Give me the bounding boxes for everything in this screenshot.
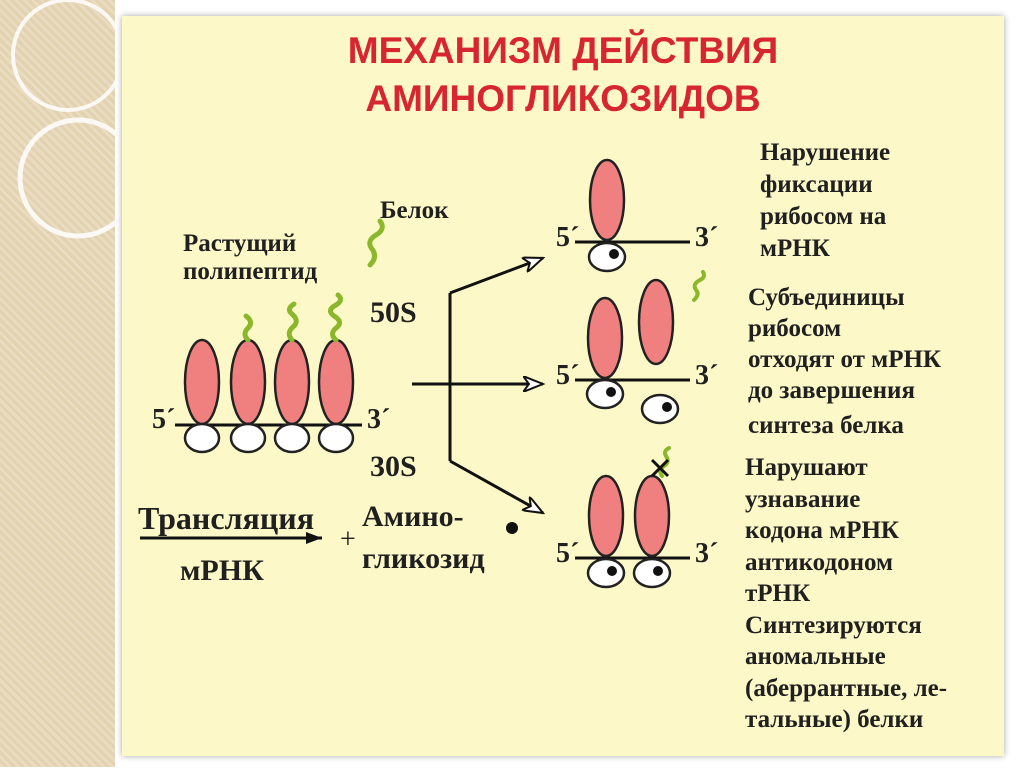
outcome-1-line: фиксации — [760, 171, 873, 198]
detached-small-subunit — [640, 393, 680, 425]
arrow-to-outcome-3 — [449, 459, 543, 513]
outcome-2-line: до завершения — [748, 377, 915, 404]
outcome-3-line: антикодоном — [745, 548, 894, 576]
mrna-5-prime-label: 5´ — [152, 404, 176, 435]
outcome-1-description: Нарушение фиксации рибосом на мРНК — [760, 137, 890, 265]
outcome-3-5-prime: 5´ — [556, 538, 580, 569]
bound-aminoglycoside — [606, 387, 616, 397]
bound-aminoglycoside — [607, 566, 617, 576]
outcome-3-line: Синтезируются — [745, 611, 922, 639]
ribosome — [273, 301, 311, 454]
large-subunit — [587, 474, 625, 558]
outcome-3-line: тРНК — [745, 580, 811, 607]
small-subunit — [632, 557, 672, 589]
ribosome — [229, 313, 267, 454]
outcome-1-line: мРНК — [760, 235, 830, 262]
outcome-1-5-prime: 5´ — [556, 222, 580, 253]
polypeptide-chain — [242, 313, 254, 343]
outcome-1-line: рибосом на — [760, 203, 887, 230]
aminoglycoside-molecule — [506, 522, 518, 534]
outcome-3-line: аномальные — [745, 643, 886, 670]
subunit-30s-label: 30S — [370, 450, 417, 483]
polypeptide-chain — [328, 292, 344, 343]
subunit-50s-label: 50S — [370, 296, 417, 329]
polypeptide-chain — [286, 301, 299, 343]
released-peptide — [692, 270, 706, 302]
outcome-3-diagram — [575, 446, 690, 589]
branch-arrows — [140, 258, 543, 544]
translation-label: Трансляция — [138, 500, 315, 536]
outcome-3-line: Нарушают — [745, 454, 868, 481]
protein-label: Белок — [380, 197, 449, 224]
decorative-side-panel — [0, 0, 139, 767]
small-subunit — [183, 422, 221, 454]
slide-canvas — [122, 16, 1004, 756]
arrow-to-outcome-1 — [449, 258, 543, 295]
bound-aminoglycoside — [662, 402, 672, 412]
outcome-2-diagram — [575, 270, 706, 425]
outcome-2-description: Субъединицы рибосом отходят от мРНК до з… — [748, 282, 941, 441]
outcome-3-description: Нарушают узнавание кодона мРНК антикодон… — [745, 452, 947, 736]
large-subunit — [273, 338, 311, 426]
large-subunit — [229, 338, 267, 426]
cross-mark-icon — [650, 458, 670, 478]
large-subunit — [633, 474, 671, 558]
aminoglycoside-label-1: Амино- — [362, 500, 464, 533]
outcome-3-line: кодона мРНК — [745, 517, 900, 544]
outcome-2-line: Субъединицы — [748, 284, 905, 311]
small-subunit — [273, 422, 311, 454]
released-protein — [367, 218, 385, 268]
large-subunit — [183, 338, 221, 426]
small-subunit — [585, 378, 625, 410]
large-subunit — [317, 338, 355, 426]
outcome-1-diagram — [575, 158, 690, 273]
outcome-2-line: отходят от мРНК — [748, 346, 942, 373]
outcome-2-3-prime: 3´ — [695, 360, 719, 391]
outcome-3-line: тальные) белки — [745, 706, 924, 733]
title-line-1: МЕХАНИЗМ ДЕЙСТВИЯ — [347, 30, 779, 71]
outcome-2-line: рибосом — [748, 315, 842, 342]
large-subunit — [588, 158, 626, 242]
outcome-3-line: (аберрантные, ле- — [745, 674, 948, 702]
outcome-2-line: синтеза белка — [748, 412, 904, 439]
aminoglycoside-label-2: гликозид — [362, 542, 485, 575]
bound-aminoglycoside — [653, 566, 663, 576]
small-subunit — [229, 422, 267, 454]
small-subunit — [586, 557, 626, 589]
polysome — [175, 218, 385, 454]
detached-large-subunit — [637, 278, 675, 366]
small-subunit — [317, 422, 355, 454]
mrna-3-prime-label: 3´ — [367, 404, 391, 435]
bound-aminoglycoside — [609, 249, 619, 259]
plus-sign: + — [340, 524, 356, 555]
mrna-label: мРНК — [180, 554, 264, 587]
growing-polypeptide-label-1: Растущий — [183, 230, 297, 257]
small-subunit — [587, 241, 627, 273]
outcome-1-3-prime: 3´ — [695, 222, 719, 253]
ribosome — [183, 338, 221, 454]
outcome-2-5-prime: 5´ — [556, 360, 580, 391]
large-subunit — [586, 296, 624, 380]
ribosome — [317, 292, 355, 454]
outcome-1-line: Нарушение — [760, 139, 891, 166]
growing-polypeptide-label-2: полипептид — [183, 258, 318, 285]
outcome-3-line: узнавание — [745, 485, 861, 513]
title-line-2: АМИНОГЛИКОЗИДОВ — [365, 78, 761, 119]
outcome-3-3-prime: 3´ — [695, 538, 719, 569]
